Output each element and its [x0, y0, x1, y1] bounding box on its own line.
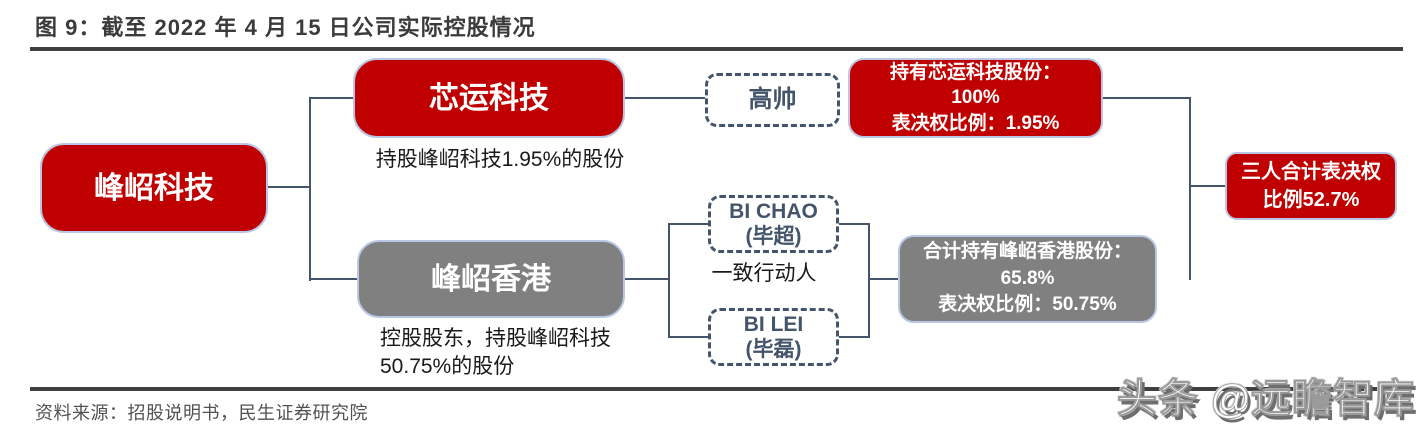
- connector-to-bilei: [670, 336, 708, 338]
- connector-to-total: [1191, 185, 1225, 187]
- info-line: 三人合计表决权: [1241, 161, 1381, 183]
- node-label: 峰岹科技: [94, 171, 214, 205]
- info-line: 比例52.7%: [1262, 189, 1360, 211]
- info-line: 表决权比例：1.95%: [891, 112, 1060, 134]
- note-line: 50.75%的股份: [380, 355, 515, 378]
- node-gao-shuai: 高帅: [705, 73, 840, 127]
- info-line: 65.8%: [1000, 267, 1055, 289]
- connector-right-vertical: [1189, 97, 1191, 280]
- node-bi-lei: BI LEI (毕磊): [708, 308, 839, 366]
- node-label: 峰岹香港: [431, 262, 551, 296]
- node-bi-chao: BI CHAO (毕超): [708, 195, 839, 253]
- info-line: 持有芯运科技股份：: [889, 61, 1061, 83]
- connector-to-fengmo-hk: [311, 278, 357, 280]
- connector-mid-left-vertical: [668, 223, 670, 338]
- node-label: 芯运科技: [429, 81, 549, 115]
- node-fengmo-hongkong: 峰岹香港: [357, 240, 625, 318]
- source-note: 资料来源：招股说明书，民生证券研究院: [35, 403, 368, 423]
- toutiao-watermark: 头条 @远瞻智库: [1116, 377, 1415, 422]
- connector-to-xinyun: [311, 97, 353, 99]
- info-line: 表决权比例：50.75%: [938, 294, 1117, 316]
- connector-xstake-out: [1103, 97, 1190, 99]
- person-name-cn: (毕磊): [745, 338, 802, 361]
- fengmo-hk-note: 控股股东，持股峰岹科技 50.75%的股份: [380, 325, 680, 381]
- info-line: 合计持有峰岹香港股份：: [922, 241, 1132, 263]
- connector-bilei-out: [839, 336, 868, 338]
- connector-hk-out: [625, 278, 668, 280]
- xinyun-stake-note: 持股峰岹科技1.95%的股份: [375, 148, 625, 171]
- node-label: 高帅: [748, 86, 797, 114]
- concerted-action-label: 一致行动人: [711, 262, 817, 285]
- info-line: 100%: [951, 87, 1000, 109]
- title-rule: [30, 47, 1403, 51]
- note-line: 控股股东，持股峰岹科技: [380, 327, 611, 350]
- node-xinyun-technology: 芯运科技: [353, 58, 625, 138]
- connector-mid-right-vertical: [868, 223, 870, 338]
- connector-xinyun-to-gaoshuai: [625, 97, 705, 99]
- figure-title: 图 9：截至 2022 年 4 月 15 日公司实际控股情况: [35, 15, 536, 40]
- node-fengmo-technology: 峰岹科技: [40, 143, 268, 233]
- connector-parent-out: [268, 186, 310, 188]
- connector-to-bichao: [670, 223, 708, 225]
- connector-left-vertical: [309, 97, 311, 281]
- person-name-en: BI CHAO: [729, 199, 818, 223]
- person-name-en: BI LEI: [743, 312, 804, 336]
- connector-bichao-out: [839, 223, 868, 225]
- connector-to-hkstake: [870, 278, 898, 280]
- person-name-cn: (毕超): [745, 225, 802, 248]
- node-xinyun-holding-info: 持有芯运科技股份： 100% 表决权比例：1.95%: [848, 58, 1103, 138]
- node-hk-holding-info: 合计持有峰岹香港股份： 65.8% 表决权比例：50.75%: [898, 235, 1157, 323]
- footer-rule: [30, 387, 1393, 391]
- node-total-voting-power: 三人合计表决权 比例52.7%: [1225, 152, 1397, 220]
